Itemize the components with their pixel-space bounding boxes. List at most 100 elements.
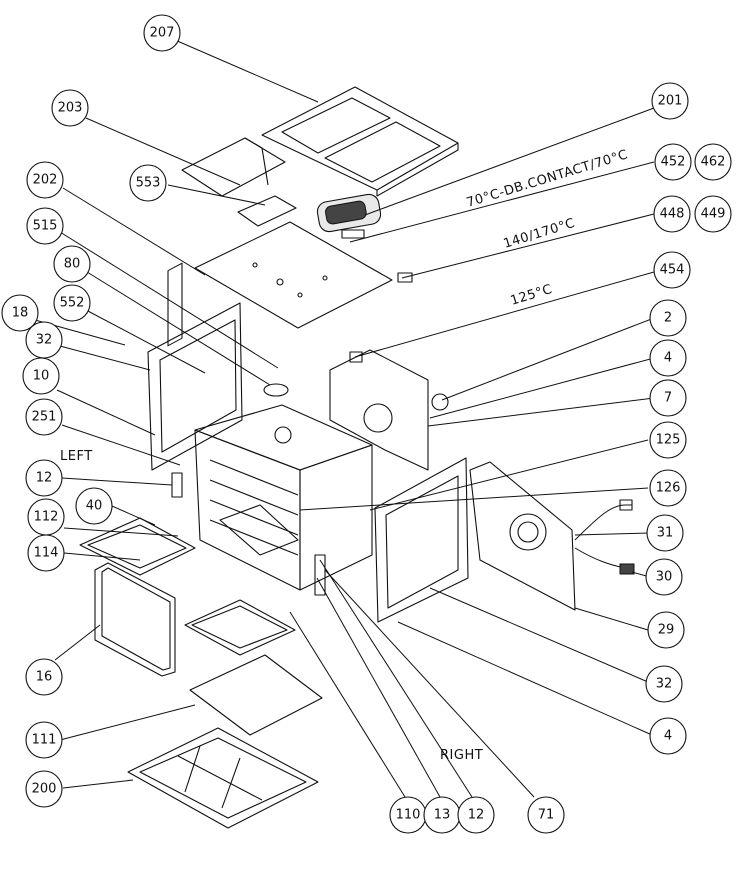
callout-12-bottom: 12 — [457, 796, 495, 834]
callout-207: 207 — [143, 14, 181, 52]
svg-text:454: 454 — [660, 263, 685, 278]
callout-126: 126 — [649, 469, 687, 507]
callout-4-bottom: 4 — [649, 717, 687, 755]
svg-text:110: 110 — [396, 808, 421, 823]
part-lower-element — [184, 599, 296, 656]
label-temp-140: 140/170°C — [502, 216, 577, 252]
callout-16: 16 — [25, 658, 63, 696]
svg-text:32: 32 — [36, 333, 53, 348]
callout-7: 7 — [649, 379, 687, 417]
part-thermostat-125 — [349, 351, 363, 363]
svg-text:462: 462 — [701, 155, 726, 170]
callout-203: 203 — [51, 89, 89, 127]
svg-text:111: 111 — [32, 733, 57, 748]
svg-text:553: 553 — [136, 176, 161, 191]
callout-448: 448 — [653, 195, 691, 233]
part-thermostat-140 — [397, 272, 413, 283]
callout-32-left: 32 — [25, 321, 63, 359]
part-bottom-plate — [189, 654, 323, 736]
callout-31: 31 — [646, 514, 684, 552]
part-rear-panel — [329, 349, 449, 471]
svg-text:7: 7 — [664, 391, 672, 406]
callout-251: 251 — [25, 398, 63, 436]
svg-text:126: 126 — [656, 481, 681, 496]
callout-452: 452 — [654, 143, 692, 181]
callout-462: 462 — [694, 143, 732, 181]
callout-10: 10 — [22, 357, 60, 395]
callout-13: 13 — [423, 796, 461, 834]
callout-2: 2 — [649, 299, 687, 337]
svg-text:12: 12 — [468, 808, 485, 823]
callout-29: 29 — [647, 611, 685, 649]
callout-110: 110 — [389, 796, 427, 834]
svg-text:16: 16 — [36, 670, 53, 685]
callout-4-top: 4 — [649, 339, 687, 377]
svg-text:12: 12 — [36, 471, 53, 486]
callout-515: 515 — [26, 207, 64, 245]
svg-text:207: 207 — [150, 26, 175, 41]
part-left-side-panel — [147, 262, 243, 471]
label-left: LEFT — [60, 449, 93, 464]
svg-text:13: 13 — [434, 808, 451, 823]
callout-80: 80 — [53, 245, 91, 283]
callout-30: 30 — [645, 558, 683, 596]
callout-202: 202 — [26, 161, 64, 199]
svg-text:4: 4 — [664, 729, 672, 744]
leader-lines — [34, 39, 655, 798]
svg-text:452: 452 — [661, 155, 686, 170]
callout-32-right: 32 — [645, 665, 683, 703]
svg-text:32: 32 — [656, 677, 673, 692]
part-rear-cover — [469, 461, 576, 611]
part-fan-motor — [316, 193, 382, 239]
svg-text:4: 4 — [664, 351, 672, 366]
part-small-bracket — [314, 554, 326, 596]
part-bracket — [237, 195, 297, 227]
callout-12-left: 12 — [25, 459, 63, 497]
svg-text:448: 448 — [660, 207, 685, 222]
svg-text:449: 449 — [701, 207, 726, 222]
part-right-side-panel — [374, 457, 469, 623]
svg-text:203: 203 — [58, 101, 83, 116]
callout-112: 112 — [27, 498, 65, 536]
callout-125: 125 — [649, 421, 687, 459]
svg-text:125: 125 — [656, 433, 681, 448]
callout-200: 200 — [25, 770, 63, 808]
callout-40: 40 — [75, 487, 113, 525]
part-fan-ring — [263, 383, 289, 397]
callout-111: 111 — [25, 721, 63, 759]
part-small-panel — [181, 137, 286, 197]
svg-text:552: 552 — [60, 296, 85, 311]
svg-text:114: 114 — [34, 546, 59, 561]
svg-text:112: 112 — [34, 510, 59, 525]
part-hinge-bracket — [171, 472, 183, 498]
svg-text:80: 80 — [64, 257, 81, 272]
label-temp-125: 125°C — [509, 282, 554, 309]
part-door-seal — [94, 562, 176, 677]
callout-553: 553 — [129, 164, 167, 202]
svg-text:2: 2 — [664, 311, 672, 326]
svg-text:31: 31 — [657, 526, 674, 541]
part-oven-cavity — [194, 404, 373, 591]
callout-449: 449 — [694, 195, 732, 233]
callout-114: 114 — [27, 534, 65, 572]
svg-text:30: 30 — [656, 570, 673, 585]
svg-text:201: 201 — [658, 94, 683, 109]
part-base-tray — [127, 727, 319, 829]
svg-text:18: 18 — [12, 306, 29, 321]
svg-text:200: 200 — [32, 782, 57, 797]
callout-18: 18 — [1, 294, 39, 332]
part-bottom-elements — [79, 517, 196, 576]
part-power-cable — [574, 499, 635, 575]
part-top-panel — [194, 221, 393, 329]
svg-text:251: 251 — [32, 410, 57, 425]
part-top-cover — [261, 86, 459, 197]
callout-71: 71 — [527, 796, 565, 834]
label-right: RIGHT — [440, 748, 483, 763]
svg-text:40: 40 — [86, 499, 103, 514]
callout-552: 552 — [53, 284, 91, 322]
svg-text:29: 29 — [658, 623, 675, 638]
svg-text:10: 10 — [33, 369, 50, 384]
svg-text:515: 515 — [33, 219, 58, 234]
